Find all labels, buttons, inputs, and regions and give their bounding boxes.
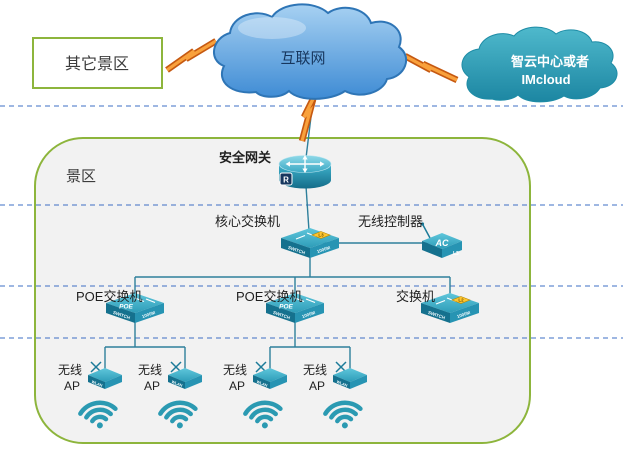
switch-right-face bbox=[295, 303, 324, 323]
switch-right-face bbox=[310, 238, 339, 258]
core-switch-label: 核心交换机 bbox=[215, 214, 280, 229]
switch-left-face bbox=[281, 238, 310, 258]
ap-right-face bbox=[270, 375, 287, 389]
other-area-label: 其它景区 bbox=[65, 55, 129, 73]
l2-badge bbox=[451, 296, 471, 304]
other-area-box bbox=[32, 37, 163, 89]
switch-front-text: SWITCH bbox=[427, 310, 445, 321]
access-switch-icon: L2 SWITCH 1000M bbox=[421, 293, 479, 323]
switch-left-face bbox=[106, 303, 135, 323]
l2-badge-text: L2 bbox=[458, 298, 464, 303]
other-area-node: 其它景区 bbox=[32, 37, 163, 89]
lightning-bolt-left-icon bbox=[165, 38, 218, 73]
internet-label: 互联网 bbox=[280, 50, 325, 67]
bolt-fill bbox=[300, 94, 317, 142]
link-gateway-core bbox=[305, 185, 310, 232]
ap-3-label-line2: AP bbox=[229, 379, 245, 393]
ap-right-face bbox=[350, 375, 367, 389]
l3-badge bbox=[311, 231, 331, 239]
antenna-tip bbox=[420, 222, 425, 226]
ap-4-icon: WLAN bbox=[333, 361, 367, 389]
gateway-label: 安全网关 bbox=[219, 150, 271, 165]
switch-right-face bbox=[135, 303, 164, 323]
internet-cloud-icon bbox=[213, 3, 408, 100]
internet-cloud-node: 互联网 bbox=[213, 3, 408, 100]
ap-front-text: WLAN bbox=[336, 380, 348, 388]
switch-front-text: 1000M bbox=[456, 310, 471, 319]
controller-l3-text: L3 bbox=[453, 251, 459, 257]
ap-3-label-line1: 无线 bbox=[223, 363, 247, 377]
imcloud-cloud-icon bbox=[461, 26, 618, 103]
switch-front-text: SWITCH bbox=[112, 310, 130, 321]
controller-ac-text: AC bbox=[435, 238, 449, 248]
l3-badge-text: L3 bbox=[318, 233, 324, 238]
wifi-signal-1-icon bbox=[78, 400, 118, 429]
ap-left-face bbox=[88, 375, 105, 389]
router-arrows-icon bbox=[285, 155, 325, 173]
controller-left-face bbox=[422, 241, 442, 258]
wifi-signal-4-icon bbox=[323, 400, 363, 429]
poe-switch-1-icon: POE SWITCH 1000M bbox=[106, 293, 164, 323]
scenic-zone bbox=[34, 137, 531, 444]
switch-left-face bbox=[266, 303, 295, 323]
lightning-bolt-right-icon bbox=[403, 53, 459, 83]
wlan-controller-icon: AC L3 bbox=[420, 222, 462, 258]
ap-front-text: WLAN bbox=[256, 380, 268, 388]
imcloud-label-line2: IMcloud bbox=[521, 72, 570, 87]
ap-left-face bbox=[253, 375, 270, 389]
switch-front-text: SWITCH bbox=[287, 245, 305, 256]
switch-front-text: 1000M bbox=[316, 245, 331, 254]
imcloud-node: 智云中心或者 IMcloud bbox=[461, 26, 618, 103]
antenna-icon bbox=[422, 224, 431, 239]
wifi-signal-3-icon bbox=[243, 400, 283, 429]
ap-left-face bbox=[168, 375, 185, 389]
switch-right-face bbox=[450, 303, 479, 323]
switch-left-face bbox=[421, 303, 450, 323]
controller-right-face bbox=[442, 241, 462, 258]
switch-front-text: 1000M bbox=[141, 310, 156, 319]
bolt-fill bbox=[166, 39, 217, 72]
imcloud-label-line1: 智云中心或者 bbox=[511, 54, 589, 69]
switch-arrows-icon bbox=[134, 297, 156, 304]
ap-1-label-line1: 无线 bbox=[58, 363, 82, 377]
lightning-bolt-down-icon bbox=[298, 93, 318, 142]
access-switch-label: 交换机 bbox=[396, 289, 435, 304]
scenic-zone-border bbox=[34, 137, 531, 444]
wifi-signal-2-icon bbox=[158, 400, 198, 429]
ap-1-label-line2: AP bbox=[64, 379, 80, 393]
poe-top-text: POE bbox=[119, 304, 133, 311]
core-switch-icon: L3 SWITCH 1000M bbox=[281, 228, 339, 258]
switch-arrows-icon bbox=[294, 297, 316, 304]
ap-2-icon: WLAN bbox=[168, 361, 202, 389]
switch-front-text: 1000M bbox=[301, 310, 316, 319]
ap-3-icon: WLAN bbox=[253, 361, 287, 389]
poe-switch-2-icon: POE SWITCH 1000M bbox=[266, 293, 324, 323]
connection-lines bbox=[104, 91, 451, 369]
poe-switch-2-label: POE交换机 bbox=[236, 289, 302, 304]
layer-separators bbox=[0, 105, 623, 339]
ap-right-face bbox=[105, 375, 122, 389]
ap-4-label-line2: AP bbox=[309, 379, 325, 393]
ap-1-icon: WLAN bbox=[88, 361, 122, 389]
ap-front-text: WLAN bbox=[91, 380, 103, 388]
ap-2-label-line2: AP bbox=[144, 379, 160, 393]
router-badge-text: R bbox=[283, 176, 289, 185]
gateway-router-icon: R bbox=[278, 155, 332, 189]
zone-label: 景区 bbox=[66, 168, 96, 185]
ap-2-label-line1: 无线 bbox=[138, 363, 162, 377]
ap-right-face bbox=[185, 375, 202, 389]
ap-front-text: WLAN bbox=[171, 380, 183, 388]
cloud-highlight bbox=[238, 17, 306, 39]
poe-top-text: POE bbox=[279, 304, 293, 311]
switch-front-text: SWITCH bbox=[272, 310, 290, 321]
ap-left-face bbox=[333, 375, 350, 389]
ap-4-label-line1: 无线 bbox=[303, 363, 327, 377]
wlan-controller-label: 无线控制器 bbox=[358, 214, 423, 229]
router-badge bbox=[279, 172, 293, 186]
bolt-fill bbox=[404, 54, 458, 82]
poe-switch-1-label: POE交换机 bbox=[76, 289, 142, 304]
